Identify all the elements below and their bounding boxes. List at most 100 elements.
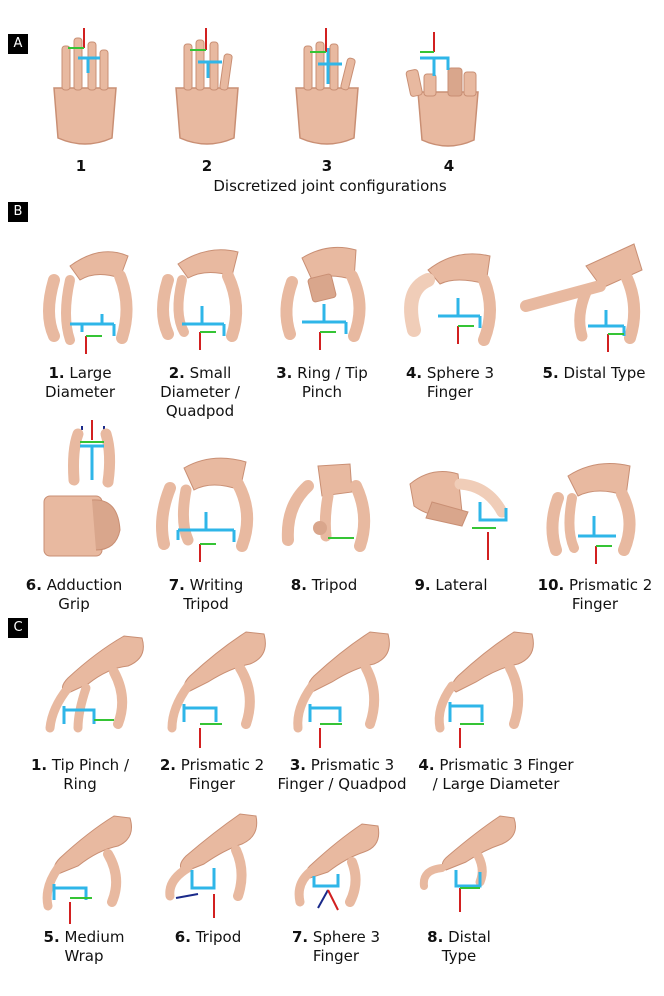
robot-hand-upright-icon <box>53 28 117 145</box>
panel-c-fig-3 <box>284 628 394 750</box>
robot-hand-grasp-icon <box>520 243 643 352</box>
caption-text: Tripod <box>183 595 229 613</box>
caption-text: Sphere 3 <box>426 364 495 382</box>
panel-b-fig-9 <box>402 462 514 568</box>
caption-text: Wrap <box>64 947 104 965</box>
panel-b-caption-3: 3. Ring / Tip Pinch <box>262 364 382 402</box>
panel-c-fig-4 <box>428 628 538 750</box>
panel-a-fig-4 <box>398 30 488 155</box>
caption-number: 7. <box>168 576 185 594</box>
caption-number: 5. <box>43 928 60 946</box>
panel-b-caption-9: 9. Lateral <box>396 576 506 595</box>
robot-hand-grasp-icon <box>157 249 243 350</box>
caption-text: Prismatic 2 <box>180 756 265 774</box>
panel-b-caption-4: 4. Sphere 3 Finger <box>390 364 510 402</box>
human-hand-grasp-icon <box>45 635 144 733</box>
caption-number: 3. <box>276 364 293 382</box>
caption-text: Prismatic 3 Finger <box>439 756 574 774</box>
panel-c-caption-5: 5. Medium Wrap <box>26 928 142 966</box>
caption-number: 1. <box>30 756 48 774</box>
human-hand-grasp-icon <box>419 815 516 912</box>
caption-number: 10. <box>537 576 565 594</box>
panel-b-fig-1 <box>40 236 140 356</box>
panel-a-tag: A <box>8 34 28 54</box>
caption-number: 2. <box>159 756 176 774</box>
caption-text: Sphere 3 <box>312 928 381 946</box>
caption-text: Ring / Tip <box>297 364 368 382</box>
human-hand-grasp-icon <box>294 823 380 911</box>
caption-text: Large <box>69 364 112 382</box>
panel-c-caption-1: 1. Tip Pinch / Ring <box>18 756 142 794</box>
caption-number: 4. <box>418 756 435 774</box>
panel-a-fig-2 <box>162 28 252 153</box>
caption-text: Finger / Quadpod <box>277 775 407 793</box>
panel-b-fig-8 <box>272 456 372 564</box>
caption-text: Tripod <box>311 576 358 594</box>
panel-c-fig-8 <box>414 812 522 916</box>
caption-number: 2. <box>168 364 185 382</box>
panel-a-number-1: 1 <box>75 157 87 175</box>
caption-number: 8. <box>427 928 444 946</box>
caption-text: Distal Type <box>563 364 646 382</box>
human-hand-grasp-icon <box>293 631 390 748</box>
caption-text: Quadpod <box>165 402 235 420</box>
caption-text: / Large Diameter <box>432 775 560 793</box>
panel-c-caption-8: 8. Distal Type <box>404 928 514 966</box>
caption-number: 4. <box>405 364 423 382</box>
caption-text: Prismatic 3 <box>310 756 395 774</box>
panel-a-number-4: 4 <box>443 157 455 175</box>
panel-a-number-2: 2 <box>201 157 213 175</box>
caption-text: Adduction <box>46 576 123 594</box>
caption-number: 7. <box>291 928 309 946</box>
caption-text: Prismatic 2 <box>569 576 653 594</box>
panel-b-caption-7: 7. Writing Tripod <box>146 576 266 614</box>
caption-number: 6. <box>25 576 42 594</box>
caption-text: Finger <box>426 383 474 401</box>
caption-text: Grip <box>58 595 90 613</box>
caption-number: 9. <box>414 576 431 594</box>
panel-b-tag: B <box>8 202 28 222</box>
robot-hand-grasp-icon <box>280 246 366 350</box>
caption-text: Diameter / <box>160 383 240 401</box>
panel-c-caption-3: 3. Prismatic 3 Finger / Quadpod <box>272 756 412 794</box>
robot-hand-upright-icon <box>405 32 479 147</box>
human-hand-grasp-icon <box>42 815 132 924</box>
panel-b-fig-2 <box>152 236 252 356</box>
robot-hand-grasp-icon <box>156 457 254 562</box>
caption-text: Type <box>441 947 477 965</box>
caption-number: 1. <box>48 364 65 382</box>
panel-c-tag: C <box>8 618 28 638</box>
human-hand-grasp-icon <box>165 813 258 918</box>
robot-hand-upright-icon <box>175 28 239 145</box>
robot-hand-grasp-icon <box>404 253 496 346</box>
panel-b-caption-5: 5. Distal Type <box>532 364 656 383</box>
panel-c-fig-7 <box>288 820 384 916</box>
panel-b-fig-7 <box>150 448 260 564</box>
caption-text: Pinch <box>301 383 343 401</box>
robot-hand-grasp-icon <box>43 420 121 557</box>
panel-b-fig-5 <box>516 236 646 356</box>
panel-b-caption-8: 8. Tripod <box>264 576 384 595</box>
panel-c-caption-6: 6. Tripod <box>150 928 266 947</box>
caption-text: Finger <box>188 775 236 793</box>
panel-b-fig-10 <box>544 454 644 566</box>
panel-c-caption-2: 2. Prismatic 2 Finger <box>150 756 274 794</box>
panel-b-caption-2: 2. Small Diameter / Quadpod <box>140 364 260 421</box>
panel-a-fig-3 <box>282 28 372 153</box>
caption-number: 8. <box>290 576 307 594</box>
caption-text: Writing <box>189 576 244 594</box>
panel-c-caption-7: 7. Sphere 3 Finger <box>276 928 396 966</box>
robot-hand-grasp-icon <box>43 251 133 354</box>
panel-b-fig-3 <box>272 236 372 356</box>
caption-text: Distal <box>448 928 491 946</box>
caption-text: Lateral <box>435 576 488 594</box>
robot-hand-grasp-icon <box>546 463 636 564</box>
panel-c-fig-1 <box>38 628 148 746</box>
panel-c-fig-5 <box>38 810 138 926</box>
panel-a-fig-1 <box>40 28 130 153</box>
caption-number: 6. <box>174 928 191 946</box>
robot-hand-upright-icon <box>295 28 359 145</box>
caption-text: Ring <box>63 775 97 793</box>
robot-hand-grasp-icon <box>281 463 371 552</box>
panel-b-caption-6: 6. Adduction Grip <box>14 576 134 614</box>
